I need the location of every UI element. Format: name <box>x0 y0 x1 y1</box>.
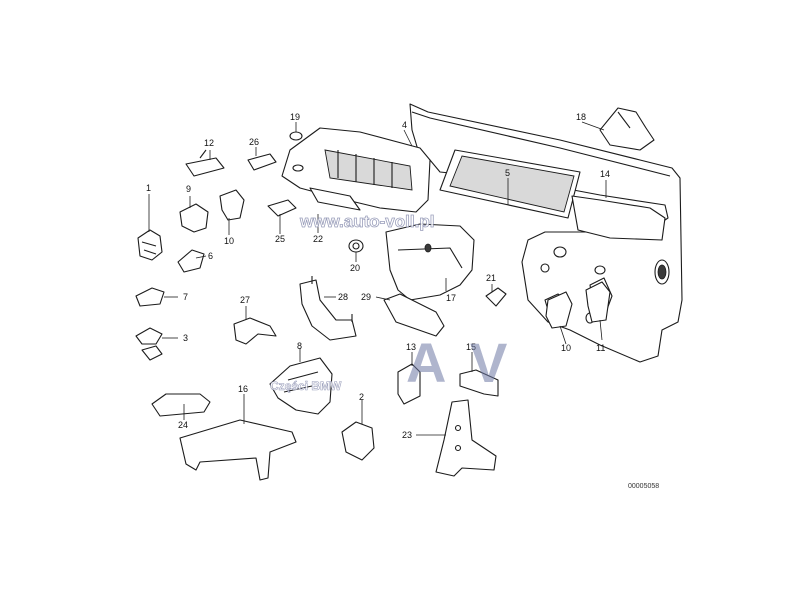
watermark-logo-v: V <box>470 331 507 394</box>
watermark-logo-a: A <box>406 331 446 394</box>
label-12: 12 <box>204 138 214 148</box>
label-9: 9 <box>186 184 191 194</box>
label-8: 8 <box>297 341 302 351</box>
label-13: 13 <box>406 342 416 352</box>
label-14: 14 <box>600 169 610 179</box>
bracket-8 <box>269 357 333 415</box>
plate-25 <box>267 199 297 217</box>
label-6: 6 <box>208 251 213 261</box>
label-4: 4 <box>402 120 407 130</box>
bracket-27 <box>233 317 277 345</box>
label-11: 11 <box>596 343 605 353</box>
clip-3 <box>135 327 163 361</box>
label-17: 17 <box>446 293 456 303</box>
label-25: 25 <box>275 234 285 244</box>
label-28: 28 <box>338 292 348 302</box>
watermark-url: www.auto-voll.pl <box>299 212 434 231</box>
label-18: 18 <box>576 112 586 122</box>
label-7: 7 <box>183 292 188 302</box>
bracket-15 <box>459 369 499 397</box>
label-2: 2 <box>359 392 364 402</box>
label-29: 29 <box>361 292 371 302</box>
bracket-6 <box>177 249 205 273</box>
label-21: 21 <box>486 273 496 283</box>
label-10-left: 10 <box>224 236 234 246</box>
watermark: A V www.auto-voll.pl Części BMW <box>270 212 508 394</box>
leader-lines <box>148 121 607 436</box>
part-labels: 1 2 3 4 5 7 8 9 10 10 11 12 13 14 15 16 … <box>146 112 610 440</box>
bracket-11 <box>585 281 611 323</box>
grommet-20 <box>348 239 364 253</box>
bracket-12 <box>185 149 225 177</box>
plug-21 <box>485 287 507 307</box>
bracket-2 <box>341 421 375 461</box>
label-1: 1 <box>146 183 151 193</box>
watermark-brand-text: Części BMW <box>270 379 342 393</box>
support-23 <box>435 399 497 477</box>
bracket-29 <box>383 293 445 337</box>
bracket-1 <box>137 229 163 261</box>
bracket-26 <box>247 153 277 171</box>
bracket-28 <box>299 276 357 341</box>
label-3: 3 <box>183 333 188 343</box>
label-19: 19 <box>290 112 300 122</box>
label-24: 24 <box>178 420 188 430</box>
bracket-10-left <box>219 189 245 221</box>
label-23: 23 <box>402 430 412 440</box>
label-26: 26 <box>249 137 259 147</box>
label-10-right: 10 <box>561 343 571 353</box>
label-5: 5 <box>505 168 510 178</box>
air-box <box>281 127 475 301</box>
bracket-10-right <box>545 291 573 329</box>
label-20: 20 <box>350 263 360 273</box>
label-16: 16 <box>238 384 248 394</box>
label-15: 15 <box>466 342 476 352</box>
clip-19 <box>289 131 303 141</box>
tray-16 <box>179 419 297 481</box>
bracket-9 <box>179 203 209 233</box>
label-22: 22 <box>313 234 323 244</box>
cowl-panel <box>409 103 683 363</box>
bracket-24 <box>151 393 211 417</box>
drawing-code: 00005058 <box>628 483 659 490</box>
label-27: 27 <box>240 295 250 305</box>
bracket-7 <box>135 287 165 307</box>
